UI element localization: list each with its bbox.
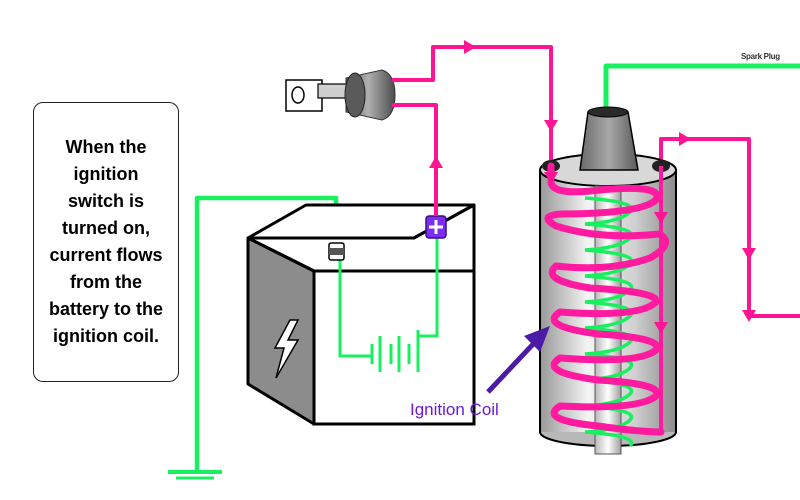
cutoff-right-label: Spark Plug (741, 52, 780, 61)
ground-symbol-icon (168, 470, 222, 480)
ignition-coil-label: Ignition Coil (410, 400, 499, 419)
secondary-high-tension-lead (603, 63, 800, 110)
battery-positive-terminal (425, 215, 447, 239)
current-arrows (429, 40, 756, 322)
battery-negative-terminal (328, 242, 345, 261)
coil-pointer-arrow (486, 326, 550, 394)
caption-text: When the ignition switch is turned on, c… (48, 137, 163, 346)
ignition-key-icon (285, 69, 396, 121)
primary-winding (544, 162, 670, 436)
lightning-bolt-icon (273, 319, 300, 379)
primary-circuit-wire (392, 45, 800, 318)
caption-box: When the ignition switch is turned on, c… (33, 102, 179, 382)
